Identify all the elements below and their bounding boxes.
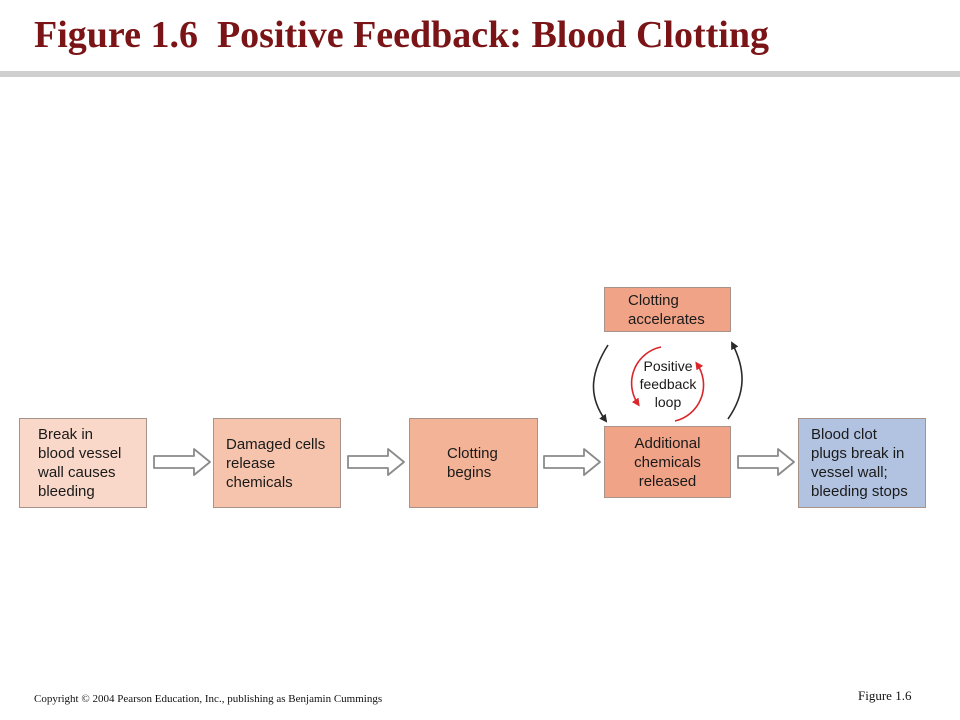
step-text-line: Blood clot — [811, 426, 877, 443]
step-clotting-begins: Clotting begins — [409, 418, 538, 508]
copyright-notice: Copyright © 2004 Pearson Education, Inc.… — [34, 693, 383, 705]
step-text-line: Clotting — [628, 291, 679, 309]
step-text-line: bleeding stops — [811, 483, 908, 500]
step-text-line: wall causes — [38, 464, 116, 481]
flow-arrow-icon — [347, 448, 405, 476]
flow-arrow-icon — [153, 448, 211, 476]
slide-title: Figure 1.6 Positive Feedback: Blood Clot… — [34, 14, 769, 56]
step-text-line: Additional — [634, 434, 701, 452]
step-clotting-accelerates: Clotting accelerates — [604, 287, 731, 332]
flow-arrow-icon — [543, 448, 601, 476]
loop-label-line: Positive — [643, 358, 693, 374]
step-text-line: begins — [447, 464, 492, 481]
loop-arrow-icon — [630, 346, 662, 407]
step-additional-chemicals: Additional chemicals released — [604, 426, 731, 498]
step-text-line: accelerates — [628, 310, 705, 328]
positive-feedback-loop-label: Positive feedback loop — [634, 357, 702, 411]
step-text-line: release — [226, 454, 276, 472]
figure-caption: Figure 1.6 — [858, 688, 912, 703]
loop-label-line: loop — [654, 394, 682, 410]
step-text-line: bleeding — [38, 483, 95, 500]
loop-arrow-icon — [674, 361, 705, 422]
step-text-line: plugs break in — [811, 445, 905, 462]
step-text-line: Break in — [38, 426, 94, 443]
curved-arrow-up-icon — [727, 341, 743, 420]
step-blood-clot-plugs-break: Blood clot plugs break in vessel wall; b… — [798, 418, 926, 508]
step-text-line: chemicals — [226, 473, 293, 491]
step-text-line: released — [638, 472, 697, 490]
step-text-line: chemicals — [634, 453, 701, 471]
step-text-line: Clotting — [447, 445, 498, 462]
step-damaged-cells: Damaged cells release chemicals — [213, 418, 341, 508]
step-break-in-blood-vessel: Break in blood vessel wall causes bleedi… — [19, 418, 147, 508]
step-text-line: vessel wall; — [811, 464, 888, 481]
loop-label-line: feedback — [639, 376, 697, 392]
title-divider — [0, 71, 960, 77]
curved-arrow-down-icon — [592, 344, 609, 423]
step-text-line: Damaged cells — [226, 435, 326, 453]
step-text-line: blood vessel — [38, 445, 122, 462]
flow-arrow-icon — [737, 448, 795, 476]
